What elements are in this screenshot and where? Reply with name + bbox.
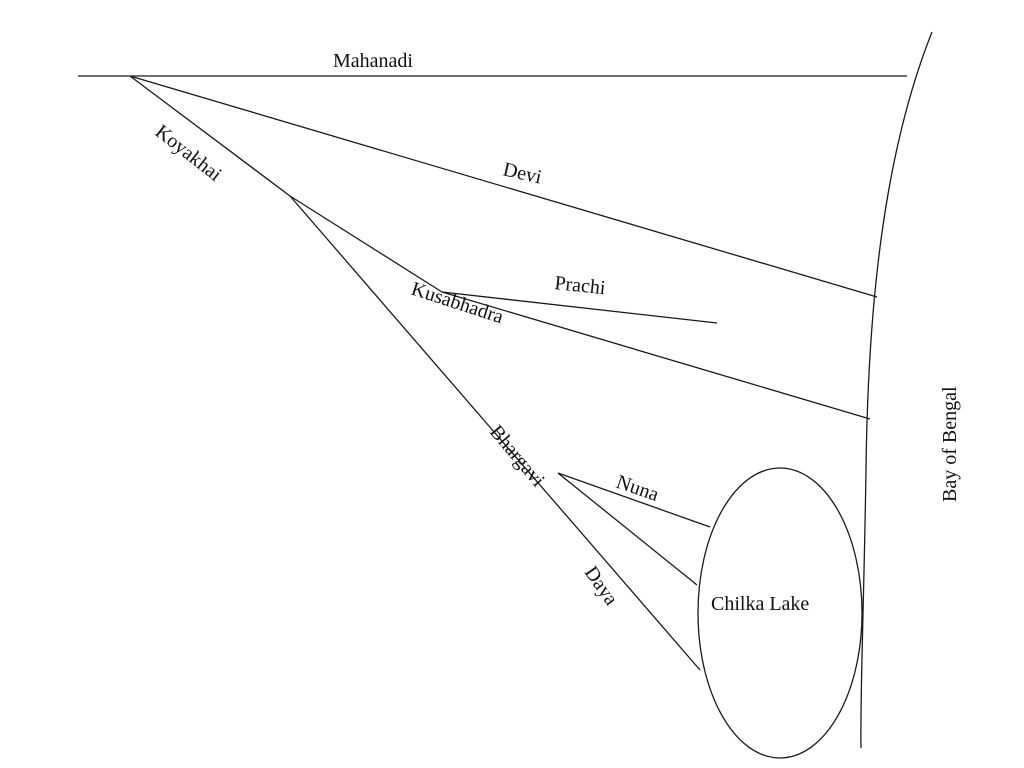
coastline bbox=[860, 31, 933, 749]
daya-river bbox=[557, 472, 698, 586]
label-devi: Devi bbox=[501, 158, 544, 188]
koyakhai-river bbox=[129, 75, 291, 197]
nuna-river bbox=[557, 472, 711, 528]
label-bay-of-bengal: Bay of Bengal bbox=[939, 386, 961, 502]
label-bhargavi: Bhargavi bbox=[485, 421, 549, 491]
bhargavi-river bbox=[289, 195, 701, 671]
chilka-lake bbox=[697, 467, 863, 759]
label-prachi: Prachi bbox=[553, 272, 607, 299]
label-chilka-lake: Chilka Lake bbox=[711, 593, 809, 615]
devi-river bbox=[129, 75, 878, 298]
kusabhadra-river bbox=[289, 195, 443, 293]
prachi-river bbox=[441, 291, 718, 324]
label-kusabhadra: Kusabhadra bbox=[408, 278, 506, 328]
label-mahanadi: Mahanadi bbox=[333, 50, 413, 72]
kusabhadra-river-lower bbox=[441, 291, 871, 420]
label-koyakhai: Koyakhai bbox=[151, 121, 226, 186]
label-daya: Daya bbox=[580, 562, 622, 609]
